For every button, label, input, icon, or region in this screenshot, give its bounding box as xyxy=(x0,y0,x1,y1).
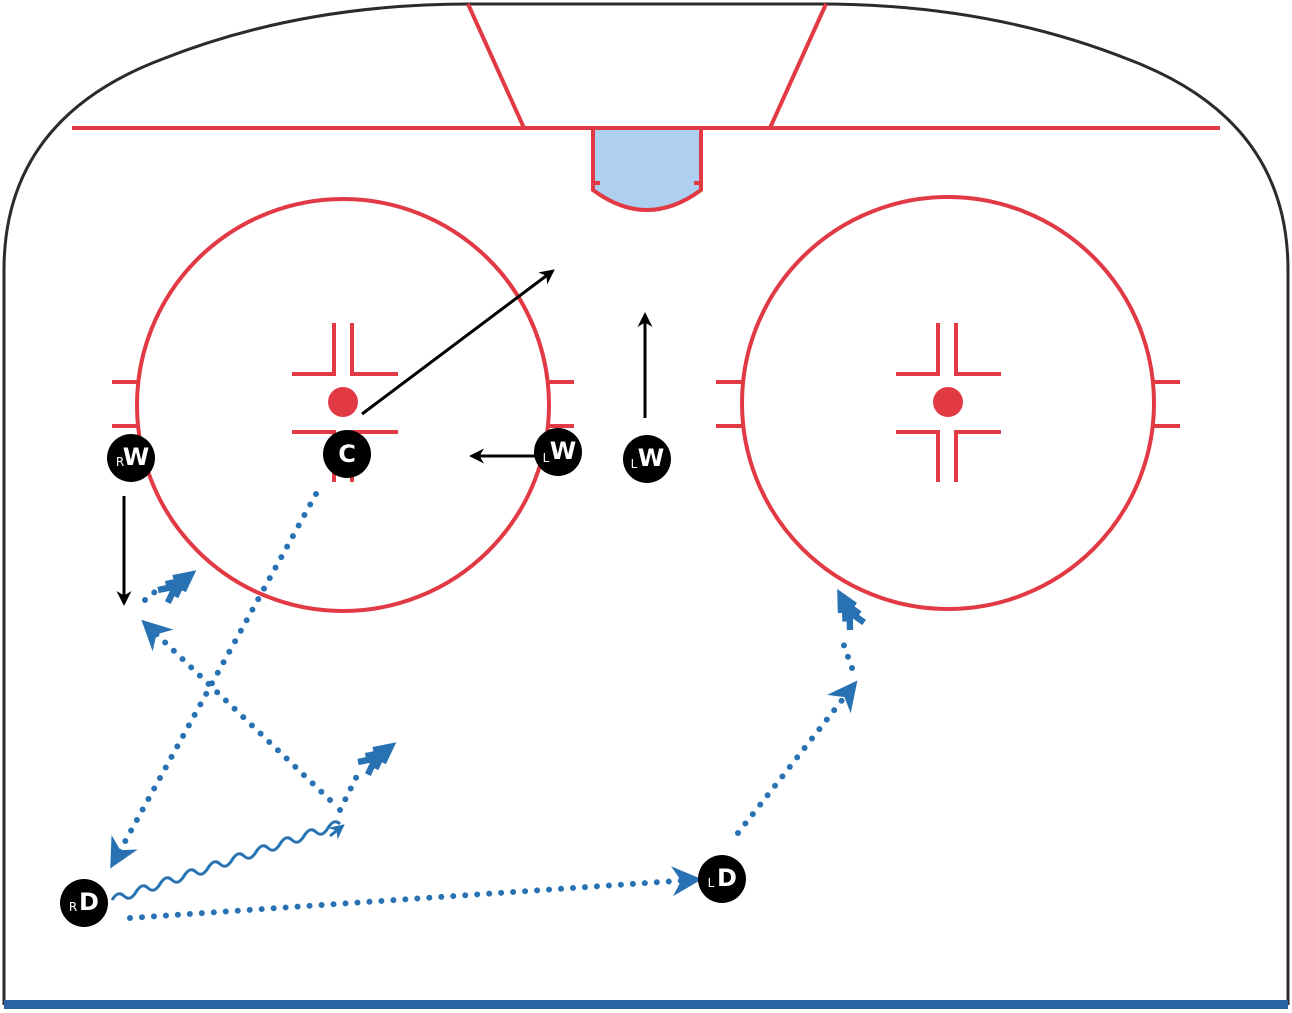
player-c: C xyxy=(323,430,371,478)
shot-path-mid xyxy=(337,767,363,813)
player-lw-slot: L W xyxy=(623,435,671,483)
svg-text:L: L xyxy=(543,451,550,465)
player-rd: R D xyxy=(60,879,108,927)
svg-text:W: W xyxy=(123,443,149,471)
blue-line xyxy=(4,1000,1288,1009)
svg-text:W: W xyxy=(550,437,576,465)
svg-text:L: L xyxy=(631,457,638,471)
left-faceoff-dot xyxy=(328,387,358,417)
right-faceoff-dot xyxy=(933,387,963,417)
skate-path-c xyxy=(361,269,555,416)
svg-text:L: L xyxy=(708,876,715,890)
right-faceoff-circle xyxy=(716,195,1180,611)
shot-path-rw xyxy=(142,583,165,603)
svg-text:C: C xyxy=(338,440,356,468)
svg-text:W: W xyxy=(638,444,664,472)
goal-crease xyxy=(591,126,703,212)
svg-text:R: R xyxy=(69,900,77,914)
player-lw-circle: L W xyxy=(534,428,582,476)
pass-rd-to-ld xyxy=(127,866,702,921)
pass-c-to-rd xyxy=(110,491,319,869)
left-faceoff-circle xyxy=(112,197,574,613)
stickhandle-path-rd xyxy=(110,820,342,901)
player-ld: L D xyxy=(698,855,746,903)
svg-text:D: D xyxy=(79,888,99,916)
player-rw: R W xyxy=(107,434,155,482)
shot-path-ld xyxy=(839,637,855,671)
goalie-trapezoid xyxy=(466,3,828,129)
svg-text:D: D xyxy=(717,864,737,892)
stickhandle-arrow xyxy=(328,824,345,840)
svg-text:R: R xyxy=(116,455,124,469)
